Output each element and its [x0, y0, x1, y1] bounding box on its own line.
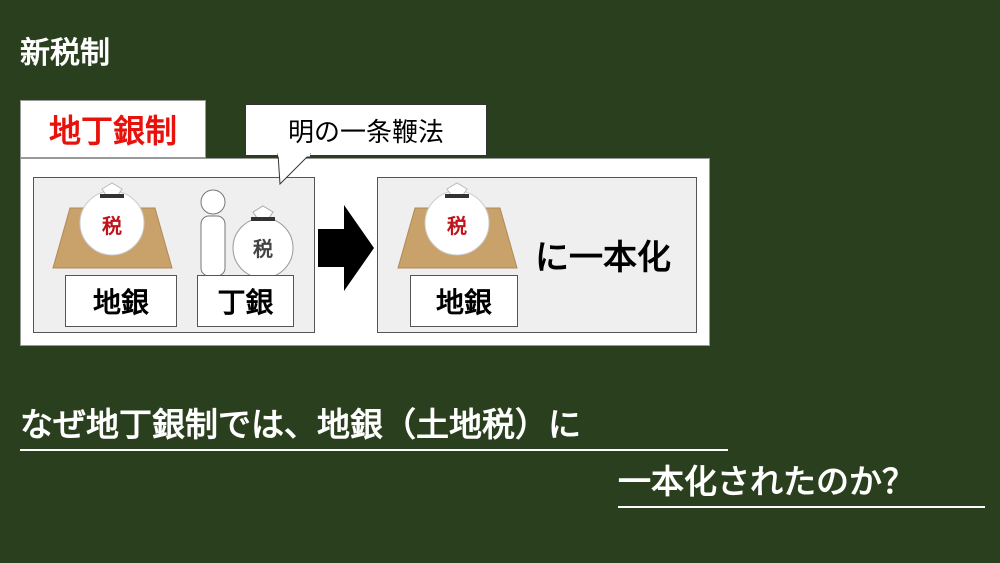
land-silver-label: 地銀: [65, 275, 177, 327]
unification-caption: に一本化: [535, 238, 671, 278]
tax-bag-text: 税: [102, 214, 122, 238]
slide-title: 新税制: [20, 36, 110, 71]
land-tax-illustration: 税: [52, 182, 173, 269]
land-tax-illustration: 税: [397, 182, 518, 269]
question-line-2: 一本化されたのか？: [618, 455, 985, 508]
tax-bag-text: 税: [447, 214, 467, 238]
speech-bubble: 明の一条鞭法: [245, 104, 487, 156]
poll-silver-label: 丁銀: [197, 275, 294, 327]
land-silver-label-after: 地銀: [410, 275, 518, 327]
system-label: 地丁銀制: [20, 100, 206, 158]
question-line-1: なぜ地丁銀制では、地銀（土地税）に: [20, 398, 728, 451]
poll-tax-illustration: 税: [200, 189, 294, 279]
right-arrow-icon: [318, 205, 374, 291]
speech-bubble-tail: [277, 153, 312, 186]
tax-bag-text: 税: [253, 237, 273, 261]
